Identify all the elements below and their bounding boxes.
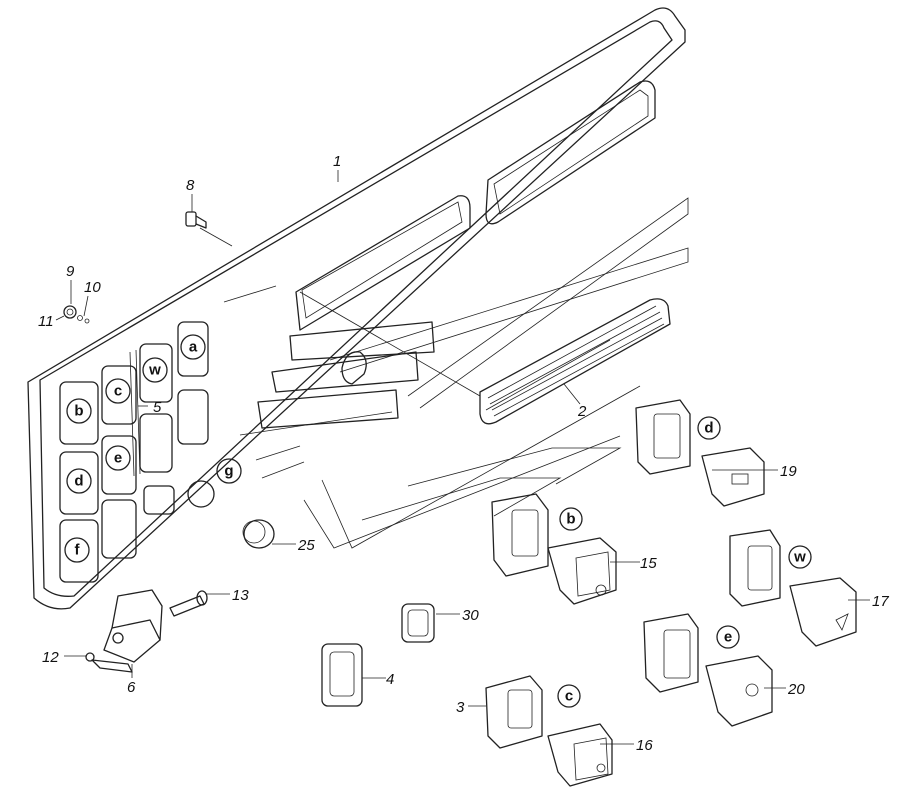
- bracket-6: [91, 589, 163, 673]
- callout-4: 4: [386, 671, 394, 688]
- switch-19: [701, 447, 765, 507]
- clip-12: [85, 652, 95, 662]
- callout-16: 16: [636, 737, 653, 754]
- housing-b: [491, 493, 549, 577]
- pin-13: [169, 590, 208, 617]
- trim-strip: [299, 291, 671, 425]
- switch-20: [705, 655, 773, 727]
- callout-1: 1: [333, 153, 341, 170]
- switch-key-e: e: [724, 629, 732, 646]
- slot-key-w: w: [148, 362, 161, 379]
- callout-3: 3: [456, 699, 465, 716]
- callout-5: 5: [153, 399, 162, 416]
- projection-guides: [199, 197, 689, 549]
- slot-key-g: g: [224, 463, 233, 480]
- callout-17: 17: [872, 593, 889, 610]
- screw-8: [185, 211, 207, 229]
- switch-key-w: w: [793, 549, 806, 566]
- callout-numbers: 1 2 3 4 5 6 8 9 10 11 12 13 15 16 17 19 …: [38, 153, 889, 754]
- callout-19: 19: [780, 463, 797, 480]
- callout-12: 12: [42, 649, 59, 666]
- slot-key-b: b: [74, 403, 83, 420]
- slot-key-c: c: [114, 383, 122, 400]
- slot-key-d: d: [74, 473, 83, 490]
- callout-9: 9: [66, 263, 75, 280]
- nut-washer-9-10-11: [63, 305, 90, 324]
- panel-slot-labels: b c w a d e f g: [64, 334, 242, 563]
- callout-13: 13: [232, 587, 249, 604]
- switch-17: [789, 577, 857, 647]
- callout-30: 30: [462, 607, 479, 624]
- callout-15: 15: [640, 555, 657, 572]
- switch-key-c: c: [565, 688, 573, 705]
- housing-d: [635, 399, 691, 475]
- switch-key-d: d: [704, 420, 713, 437]
- callout-10: 10: [84, 279, 101, 296]
- callout-2: 2: [577, 403, 587, 420]
- slot-key-a: a: [189, 339, 198, 356]
- slot-key-f: f: [75, 542, 81, 559]
- switch-15: [547, 537, 617, 605]
- callout-8: 8: [186, 177, 195, 194]
- callout-11: 11: [38, 313, 54, 330]
- instrument-panel: [27, 7, 686, 610]
- callout-6: 6: [127, 679, 136, 696]
- switch-16: [547, 723, 613, 787]
- slot-key-e: e: [114, 450, 122, 467]
- frame-4: [321, 643, 363, 707]
- housing-3: [485, 675, 543, 749]
- callout-25: 25: [297, 537, 315, 554]
- switch-key-b: b: [566, 511, 575, 528]
- housing-w: [729, 529, 781, 607]
- plug-25: [242, 519, 275, 549]
- switch-keys: d b w e c: [557, 416, 812, 708]
- callout-20: 20: [787, 681, 805, 698]
- frame-30: [401, 603, 435, 643]
- leader-lines: [55, 170, 870, 745]
- housing-e: [643, 613, 699, 693]
